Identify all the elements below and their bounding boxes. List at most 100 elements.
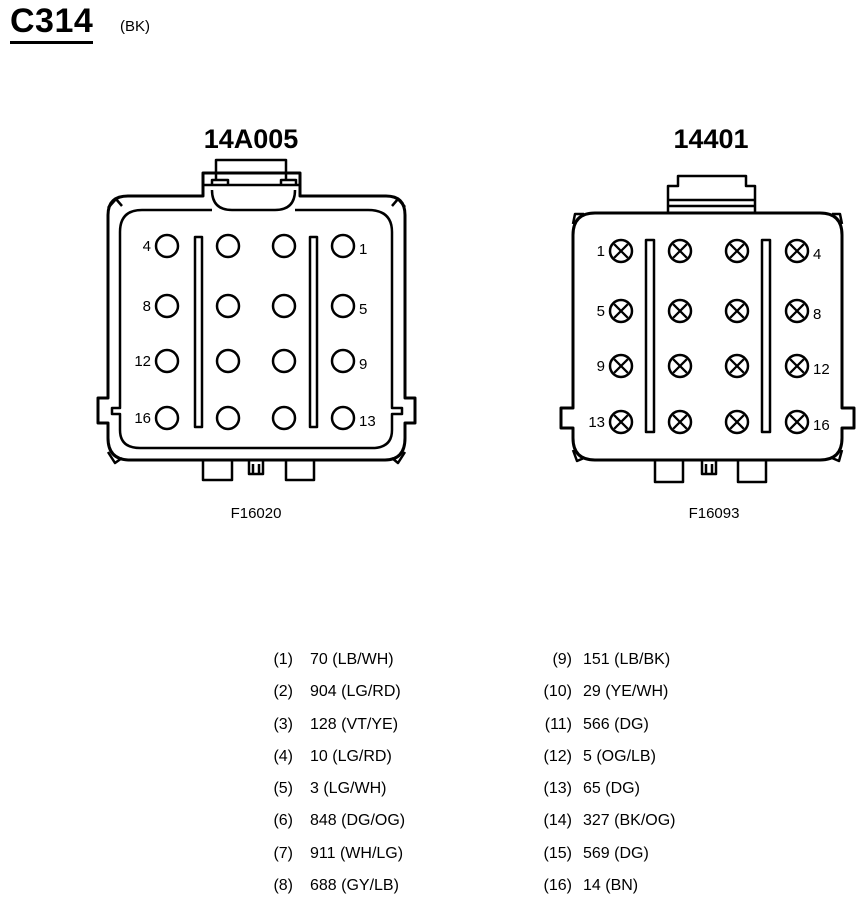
wire-row: (13) 65 (DG): [522, 777, 640, 809]
wire-pin-number: (15): [543, 844, 572, 862]
pin-cavity: [724, 238, 750, 264]
left-corner-tab-tl: [107, 197, 123, 209]
pin-cavity: [330, 348, 356, 374]
wire-circuit: 848 (DG/OG): [310, 812, 406, 830]
wire-pin-number: (12): [543, 747, 572, 765]
pin-label: 16: [134, 410, 151, 427]
wire-circuit: 29 (YE/WH): [583, 683, 669, 701]
pin-cavity: [784, 298, 810, 324]
wire-list-right: (9) 151 (LB/BK) (10) 29 (YE/WH) (11)566 (DG)…: [522, 648, 676, 906]
pin-label: 5: [597, 303, 605, 320]
wire-row: (10) 29 (YE/WH): [522, 680, 669, 712]
pin-cavity: [608, 298, 634, 324]
wire-pin-number: (8): [273, 877, 293, 895]
pin-cavity: [154, 348, 180, 374]
pin-cavity: [667, 353, 693, 379]
wire-circuit: 911 (WH/LG): [310, 844, 404, 862]
pin-label: 16: [813, 417, 830, 434]
wire-circuit: 10 (LG/RD): [310, 747, 392, 765]
pin-cavity: [784, 353, 810, 379]
pin-cavity: [724, 298, 750, 324]
pin-label: 8: [813, 306, 821, 323]
wire-pin-number: (1): [273, 651, 293, 668]
pin-cavity: [154, 293, 180, 319]
connector-color: (BK): [120, 18, 150, 35]
wire-pin-number: (16): [543, 877, 572, 895]
right-corner-tab-br: [831, 449, 844, 463]
wire-pin-number: (13): [543, 780, 572, 798]
right-key-bar-2: [760, 238, 772, 434]
wire-circuit: 3 (LG/WH): [310, 780, 387, 798]
pin-cavity: [271, 293, 297, 319]
pin-cavity: [330, 405, 356, 431]
left-corner-tab-bl: [106, 451, 123, 465]
pin-cavity: [271, 233, 297, 259]
connector-header: C314 (BK): [10, 2, 150, 44]
wire-row: (15) 569 (DG): [522, 842, 649, 874]
pin-cavity: [667, 409, 693, 435]
left-bottom-tabs: [201, 460, 316, 482]
wire-row: (9) 151 (LB/BK): [522, 648, 670, 680]
wire-circuit: 904 (LG/RD): [310, 683, 401, 701]
pin-cavity: [215, 233, 241, 259]
pin-cavity: [215, 405, 241, 431]
left-key-bar-2: [308, 235, 319, 429]
pin-label: 12: [813, 361, 830, 378]
wire-row: (7) 911 (WH/LG): [243, 842, 403, 874]
right-connector-title: 14401: [673, 124, 748, 154]
wire-circuit: 688 (GY/LB): [310, 877, 399, 895]
wire-row: (3) 128 (VT/YE): [243, 713, 398, 745]
pin-label: 1: [359, 241, 367, 258]
left-connector-title: 14A005: [204, 124, 299, 154]
wire-circuit: 569 (DG): [583, 844, 649, 862]
wire-row: (11)566 (DG): [522, 713, 649, 745]
pin-cavity: [271, 405, 297, 431]
pin-cavity: [330, 293, 356, 319]
connector-diagram: 14A005 4 1 8 5 12 9 16 13 F16020 14401: [96, 124, 856, 522]
left-connector-face: [110, 189, 404, 450]
pin-label: 9: [597, 358, 605, 375]
pin-cavity: [784, 238, 810, 264]
right-corner-tab-tr: [832, 212, 844, 225]
wire-pin-number: (4): [273, 747, 293, 765]
wire-row: (2) 904 (LG/RD): [243, 680, 400, 712]
pin-label: 13: [359, 413, 376, 430]
wire-circuit: 327 (BK/OG): [583, 812, 676, 830]
wire-pin-number: (3): [273, 715, 293, 733]
wire-row: (12)5 (OG/LB): [522, 745, 656, 777]
wire-circuit: 65 (DG): [583, 780, 640, 798]
wire-row: (4) 10 (LG/RD): [243, 745, 391, 777]
pin-cavity: [608, 353, 634, 379]
left-connector-ref: F16020: [231, 505, 282, 522]
wire-pin-number: (7): [273, 844, 293, 862]
pin-label: 1: [597, 243, 605, 260]
wire-pin-number: (5): [273, 780, 293, 798]
pin-label: 4: [143, 238, 151, 255]
wire-pin-number: (14): [543, 812, 572, 830]
wire-pin-number: (11): [544, 715, 572, 733]
wire-row: (1) 70 (LB/WH): [243, 648, 393, 680]
left-corner-tab-br: [391, 451, 407, 465]
right-corner-tab-tl: [571, 212, 584, 225]
pin-cavity: [724, 409, 750, 435]
pin-cavity: [154, 405, 180, 431]
wire-pin-number: (10): [543, 683, 572, 701]
right-key-bar-1: [644, 238, 656, 434]
right-connector-ref: F16093: [689, 505, 740, 522]
pin-cavity: [724, 353, 750, 379]
pin-label: 13: [588, 414, 605, 431]
wire-circuit: 151 (LB/BK): [583, 651, 671, 668]
wire-circuit: 128 (VT/YE): [310, 715, 399, 733]
wire-pin-number: (9): [552, 651, 572, 668]
wire-pin-number: (2): [273, 683, 293, 701]
pin-cavity: [608, 409, 634, 435]
left-key-bar-1: [193, 235, 204, 429]
left-latch: [203, 158, 300, 187]
wire-circuit: 70 (LB/WH): [310, 651, 394, 668]
wire-pin-number: (6): [273, 812, 293, 830]
pin-label: 8: [143, 298, 151, 315]
wire-row: (14) 327 (BK/OG): [522, 809, 676, 841]
